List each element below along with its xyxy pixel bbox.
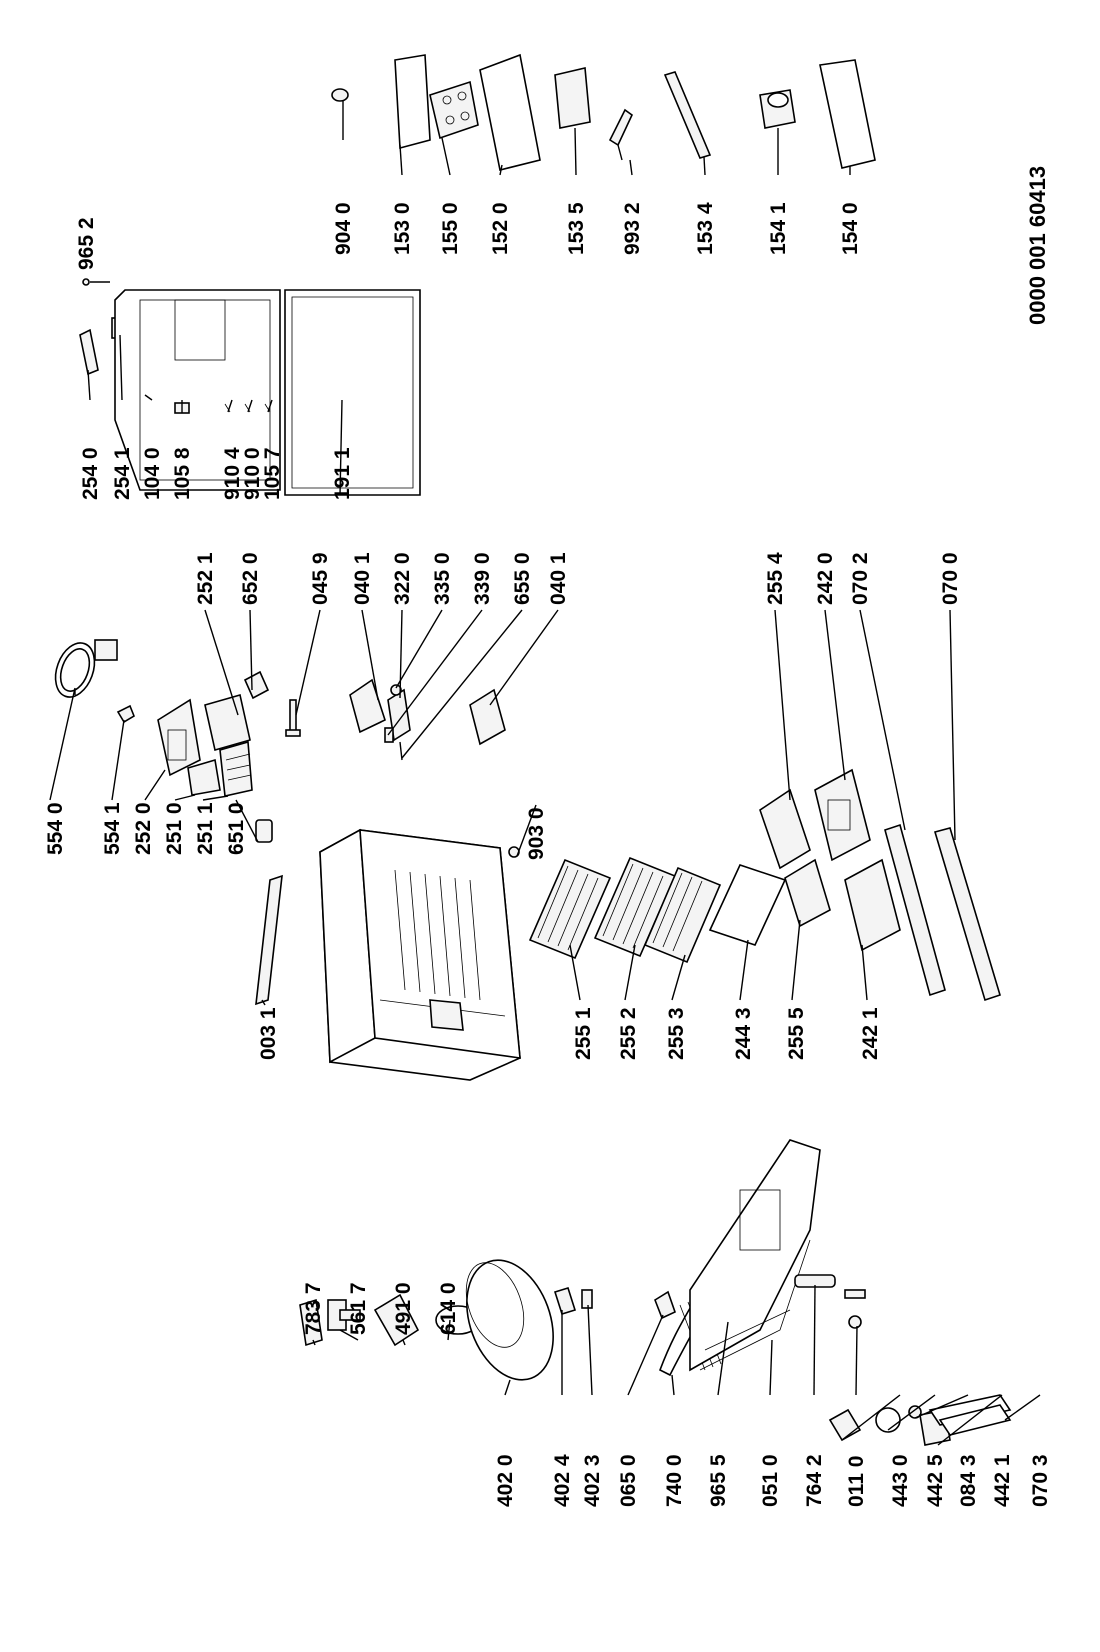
bracket-2521 [204,693,251,752]
label-2541: 254 1 [111,447,134,500]
label-4020: 402 0 [494,1454,517,1507]
control-housing [157,698,253,797]
label-7400: 740 0 [663,1454,686,1507]
label-0031: 003 1 [257,1007,280,1060]
fan-ring [54,639,118,698]
door-accessories [331,53,876,171]
label-2521: 252 1 [194,552,217,605]
pin-0459 [285,699,301,737]
label-1550: 155 0 [439,202,462,255]
compressor-parts [299,1139,1012,1446]
label-0510: 051 0 [759,1454,782,1507]
label-7837: 783 7 [302,1282,325,1335]
label-0703: 070 3 [1029,1454,1052,1507]
shelf-2551 [528,858,612,960]
label-2421: 242 1 [859,1007,882,1060]
label-1058: 105 8 [171,447,194,500]
label-4023: 402 3 [581,1454,604,1507]
label-2551: 255 1 [572,1007,595,1060]
label-2555: 255 5 [785,1007,808,1060]
label-0700: 070 0 [939,552,962,605]
hinge-top [349,678,386,734]
cover-0702 [884,823,946,997]
label-6510: 651 0 [225,802,248,855]
document-number: 0000 001 60413 [1025,166,1050,325]
label-5617: 561 7 [347,1282,370,1335]
label-2540: 254 0 [79,447,102,500]
label-1040: 104 0 [141,447,164,500]
label-6140: 614 0 [437,1282,460,1335]
label-9100: 910 0 [241,447,264,500]
label-9655: 965 5 [707,1454,730,1507]
label-1534: 153 4 [694,202,717,255]
labels-section-a: 554 0 554 1 252 0 251 0 251 1 651 0 003 … [44,552,962,1060]
shelf-2443 [708,864,787,946]
label-1541: 154 1 [767,202,790,255]
label-1520: 152 0 [489,202,512,255]
label-2511: 251 1 [194,802,217,855]
label-4910: 491 0 [392,1282,415,1335]
hinge-bottom [469,688,506,746]
label-0650: 065 0 [617,1454,640,1507]
shelf-2553 [643,866,722,964]
label-5540: 554 0 [44,802,67,855]
label-2554: 255 4 [764,552,787,605]
label-2510: 251 0 [163,802,186,855]
label-1530: 153 0 [391,202,414,255]
label-0401a: 040 1 [351,552,374,605]
label-1535: 153 5 [565,202,588,255]
label-6520: 652 0 [239,552,262,605]
label-1057: 105 7 [261,447,284,500]
labels-section-d: 783 7 561 7 491 0 614 0 402 0 402 4 402 … [302,1282,1052,1507]
label-2552: 255 2 [617,1007,640,1060]
label-0843: 084 3 [957,1454,980,1507]
label-3350: 335 0 [431,552,454,605]
label-9652a: 965 2 [75,217,98,270]
label-4024: 402 4 [551,1454,574,1507]
label-0110: 011 0 [845,1456,868,1507]
door-parts [79,278,421,496]
label-6550: 655 0 [511,552,534,605]
label-4421: 442 1 [991,1454,1014,1507]
label-2553: 255 3 [665,1007,688,1060]
label-0401b: 040 1 [547,552,570,605]
knob-6510 [255,819,273,843]
crisper-2421 [844,858,901,952]
label-9040: 904 0 [332,202,355,255]
label-4430: 443 0 [889,1454,912,1507]
labels-section-b: 254 0 254 1 104 0 105 8 910 4 910 0 105 … [75,217,354,500]
sensor-6520 [243,670,270,700]
label-4425: 442 5 [924,1454,947,1507]
label-3220: 322 0 [391,552,414,605]
label-9932: 993 2 [621,202,644,255]
labels-section-c: 904 0 153 0 155 0 152 0 153 5 993 2 153 … [332,202,862,255]
light-cover [255,874,283,1006]
label-0459: 045 9 [309,552,332,605]
label-2520: 252 0 [132,802,155,855]
label-2420: 242 0 [814,552,837,605]
drawer-2555 [784,858,831,928]
label-1540: 154 0 [839,202,862,255]
cover-0700 [933,827,1001,1002]
label-3390: 339 0 [471,552,494,605]
clip-5541 [116,704,135,724]
label-9104: 910 4 [221,447,244,500]
label-5541: 554 1 [101,802,124,855]
crisper-2420 [814,768,871,862]
label-1911: 191 1 [331,447,354,500]
cabinet-body [319,828,521,1081]
drawer-2554 [759,788,811,870]
label-9030: 903 0 [525,807,548,860]
label-2443: 244 3 [732,1007,755,1060]
label-0702: 070 2 [849,552,872,605]
label-7642: 764 2 [803,1454,826,1507]
